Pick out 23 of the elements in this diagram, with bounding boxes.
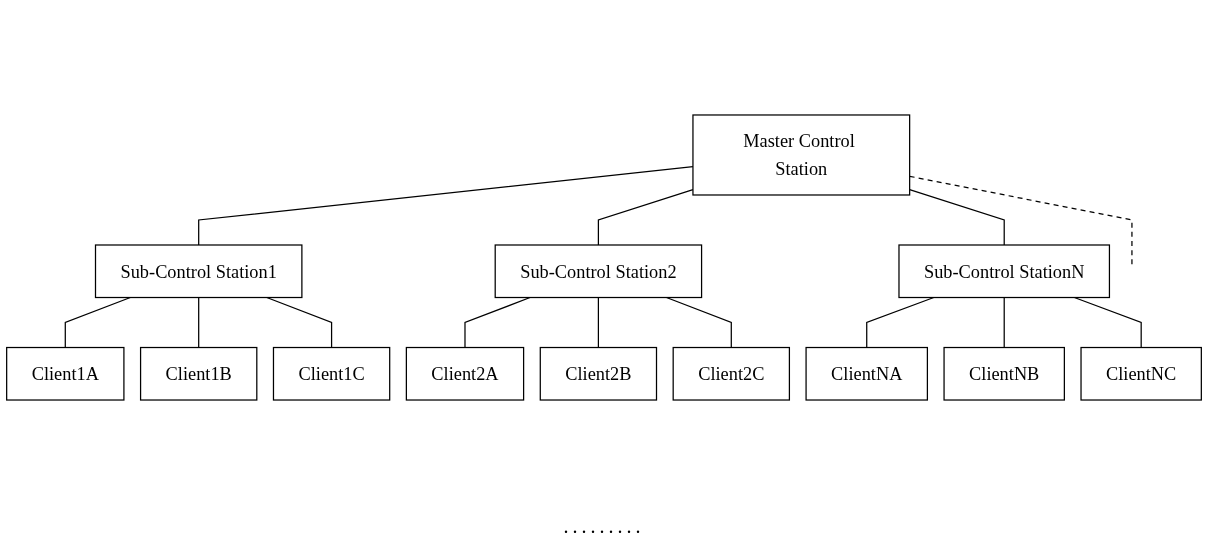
connector	[464, 296, 531, 349]
node-box: ClientNC	[1080, 346, 1202, 401]
node-box: Sub-Control StationN	[898, 244, 1111, 299]
connector	[1003, 296, 1005, 349]
ellipsis-dots: .........	[563, 515, 645, 537]
node-box: Client1B	[139, 346, 258, 401]
connector	[198, 166, 694, 246]
connector	[198, 296, 200, 349]
connector	[266, 296, 333, 349]
node-box: ClientNB	[943, 346, 1065, 401]
node-box: Client2C	[672, 346, 791, 401]
node-box: ClientNA	[805, 346, 928, 401]
connector	[597, 296, 599, 349]
node-box: Master Control Station	[692, 114, 911, 196]
node-box: Client1C	[272, 346, 391, 401]
node-box: Sub-Control Station1	[94, 244, 303, 299]
connector	[909, 189, 1005, 246]
node-box: Sub-Control Station2	[494, 244, 703, 299]
node-box: Client2B	[539, 346, 658, 401]
connector	[597, 189, 694, 246]
node-box: Client1A	[6, 346, 125, 401]
connector	[64, 296, 131, 349]
node-box: Client2A	[405, 346, 525, 401]
